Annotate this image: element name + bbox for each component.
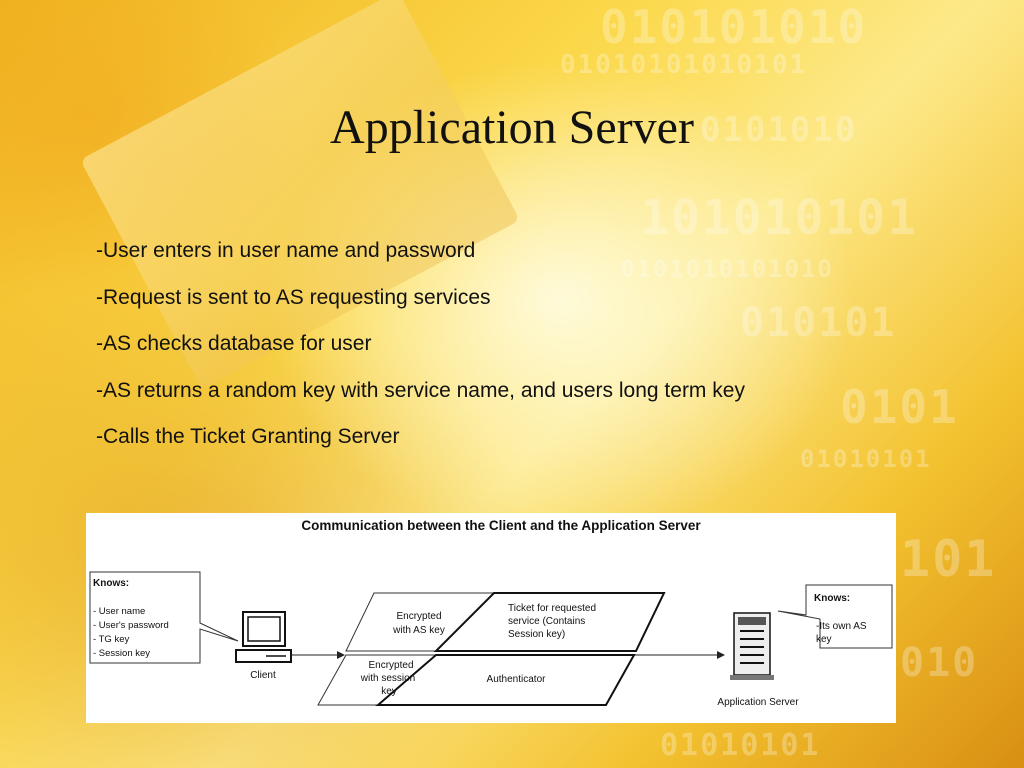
ticket-text: Session key) — [508, 629, 565, 640]
bullet-item: -AS returns a random key with service na… — [96, 378, 745, 402]
server-icon — [730, 612, 774, 680]
server-label: Application Server — [717, 697, 799, 708]
client-knows-callout: Knows: - User name - User's password - T… — [89, 571, 239, 664]
bullet-item: -AS checks database for user — [96, 332, 372, 355]
binary-decoration: 010101010 — [600, 0, 868, 54]
bullet-item: -User enters in user name and password — [96, 239, 476, 262]
binary-decoration: 101010101 — [640, 190, 919, 246]
authenticator-text: Authenticator — [487, 674, 547, 685]
server-knows-item: -Its own AS — [816, 621, 867, 632]
diagram-title: Communication between the Client and the… — [301, 518, 701, 533]
communication-diagram: Communication between the Client and the… — [86, 513, 896, 723]
binary-decoration: 010 — [900, 640, 979, 686]
slide-title: Application Server — [330, 101, 694, 154]
encrypted-session-key-text: with session — [360, 673, 415, 684]
bullet-item: -Calls the Ticket Granting Server — [96, 425, 400, 448]
bullet-list: -User enters in user name and password -… — [96, 236, 745, 469]
client-knows-item: - User's password — [93, 620, 169, 631]
bullet-item: -Request is sent to AS requesting servic… — [96, 285, 491, 309]
client-knows-heading: Knows: — [93, 578, 129, 589]
binary-decoration: 01010101010101 — [560, 50, 808, 80]
encrypted-as-key-text: Encrypted — [396, 611, 441, 622]
binary-decoration: 0101010101010 — [620, 255, 834, 283]
client-label: Client — [250, 670, 276, 681]
ticket-text: Ticket for requested — [508, 603, 596, 614]
authenticator-segment — [375, 654, 636, 706]
binary-decoration: 101 — [900, 530, 997, 588]
encrypted-as-key-text: with AS key — [392, 625, 445, 636]
binary-decoration: 01010101 — [800, 445, 932, 473]
ticket-text: service (Contains — [508, 616, 585, 627]
computer-icon — [235, 611, 292, 663]
binary-decoration: 01010101 — [660, 728, 821, 763]
encrypted-session-key-text: Encrypted — [368, 660, 413, 671]
binary-decoration: 010101 — [740, 300, 897, 346]
binary-decoration: 0101 — [840, 380, 959, 434]
server-knows-heading: Knows: — [814, 593, 850, 604]
encrypted-session-key-text: key — [381, 686, 397, 697]
server-knows-callout: Knows: -Its own AS key — [777, 584, 893, 649]
message-packet — [317, 592, 666, 706]
binary-decoration: 0101010 — [700, 110, 858, 150]
server-knows-item: key — [816, 634, 832, 645]
ticket-segment — [433, 592, 666, 652]
client-knows-item: - User name — [93, 606, 145, 617]
client-knows-item: - Session key — [93, 648, 150, 659]
client-knows-item: - TG key — [93, 634, 129, 645]
